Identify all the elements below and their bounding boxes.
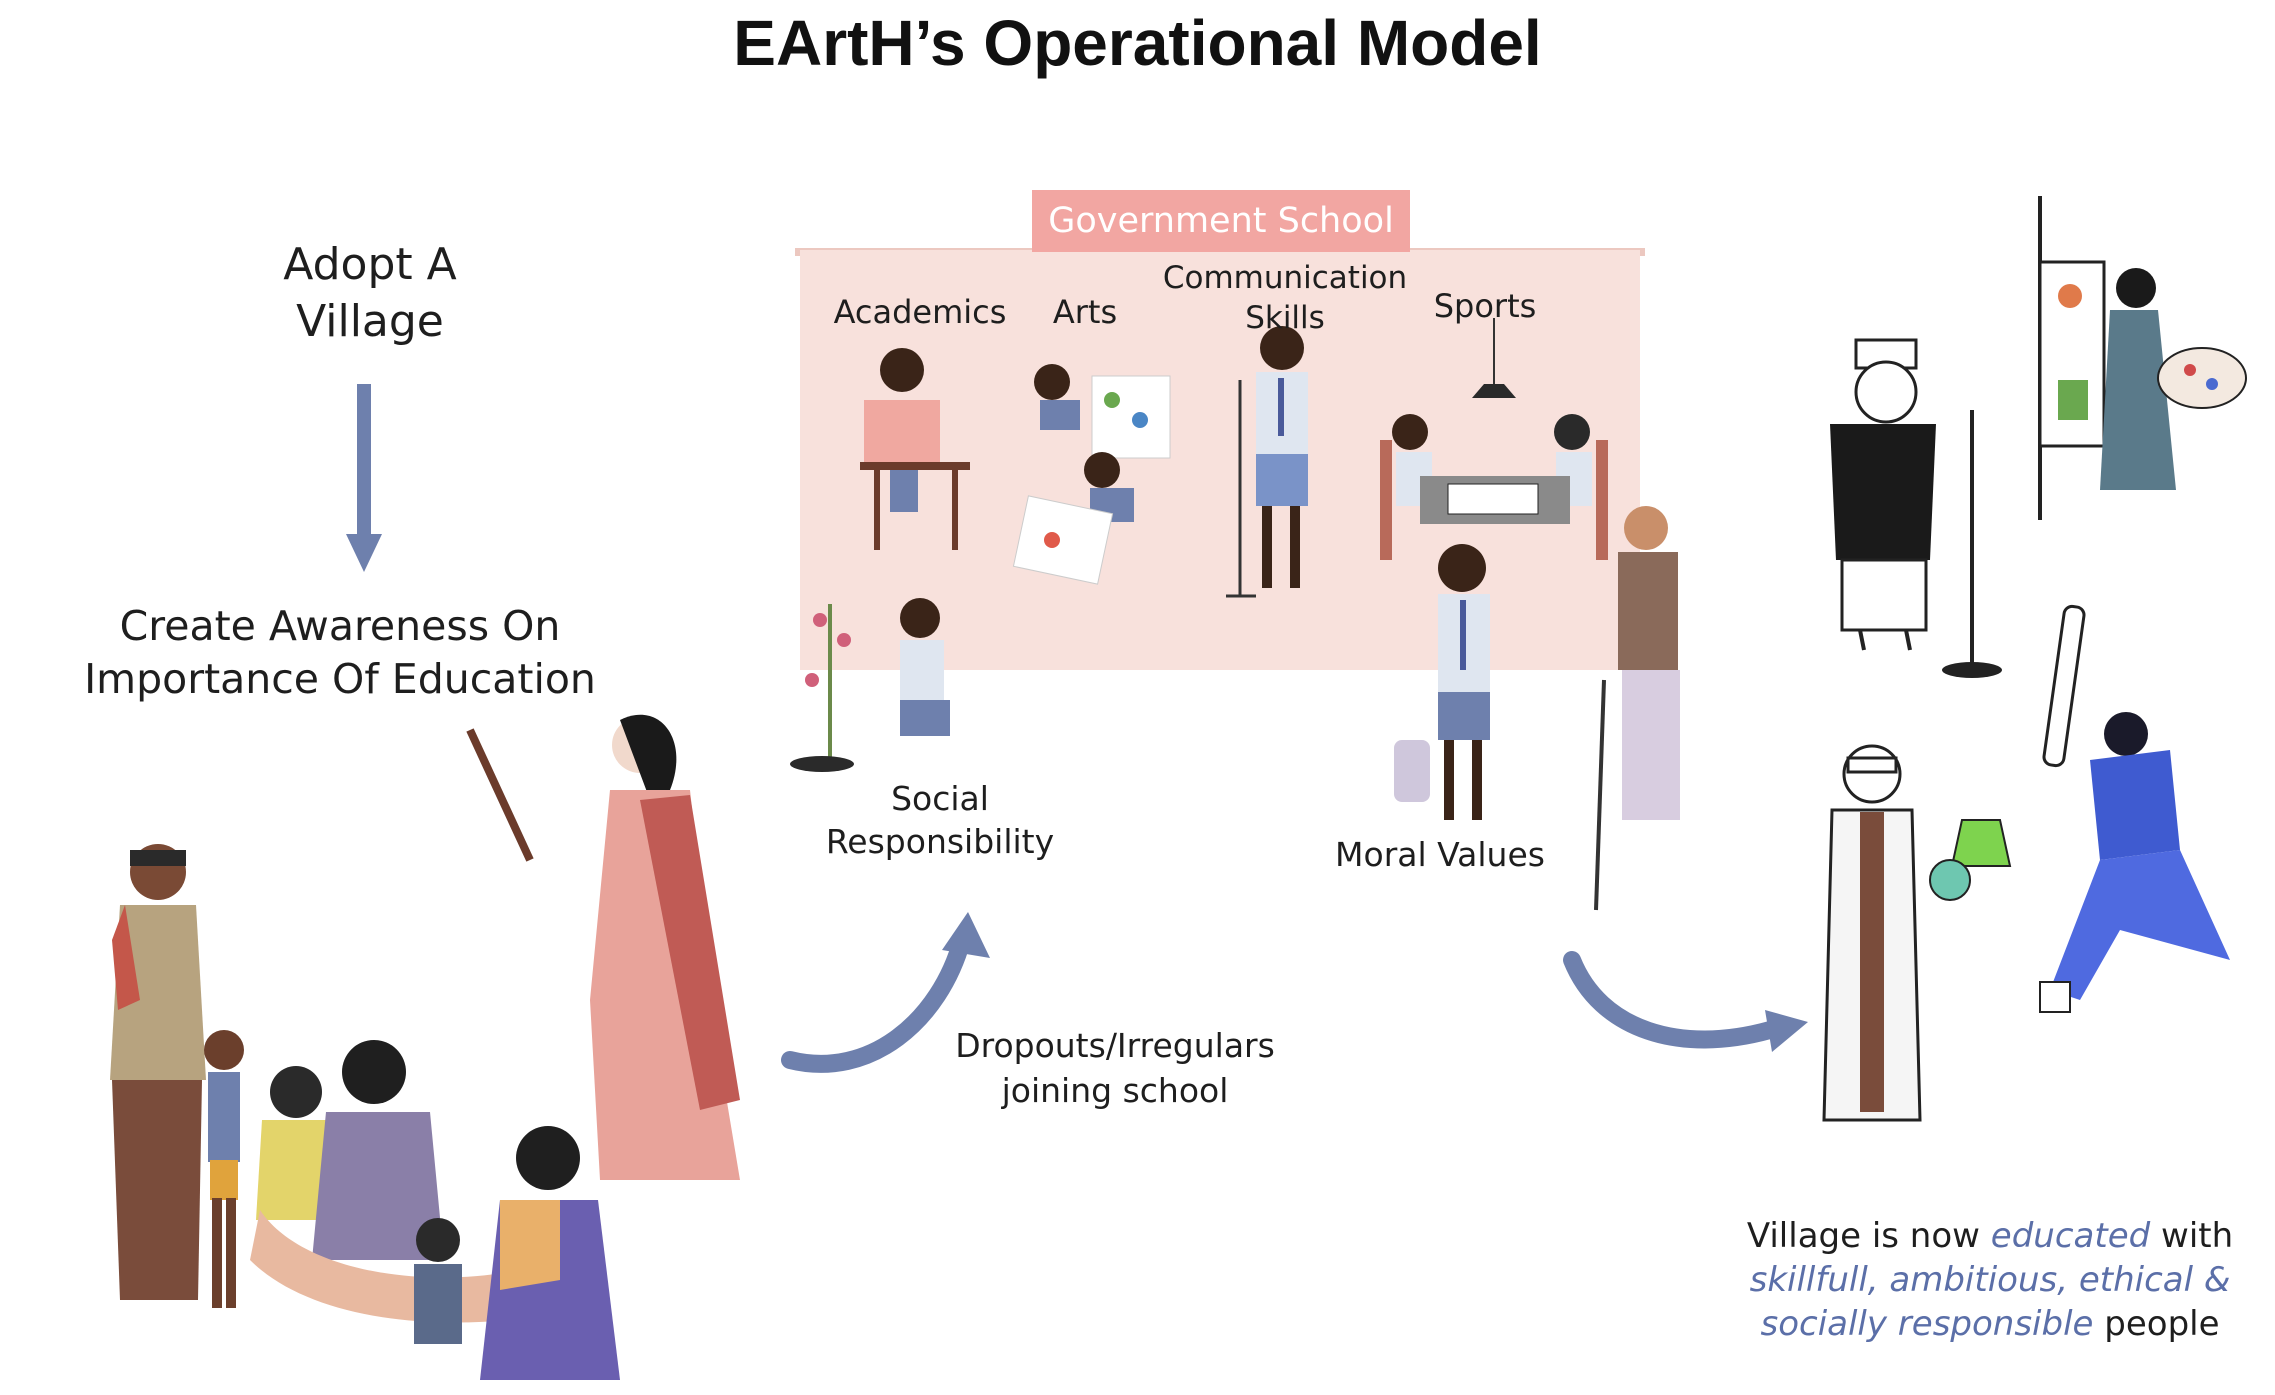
dropouts-line-2: joining school <box>1001 1070 1229 1110</box>
adopt-village-label: Adopt A Village <box>200 236 540 350</box>
awareness-line-2: Importance Of Education <box>84 655 596 704</box>
painter-figure <box>2038 196 2247 520</box>
communication-line-1: Communication <box>1162 260 1408 296</box>
curved-arrow-head-icon-outcome <box>1765 1010 1808 1052</box>
curved-arrow-head-icon-dropouts <box>942 912 990 958</box>
seated-children-figures <box>250 1040 620 1380</box>
cricket-bat-icon <box>2042 604 2086 768</box>
outcome-label: Village is now educated with skillfull, … <box>1720 1214 2260 1347</box>
communication-figure <box>1226 326 1308 598</box>
sports-chess-scene <box>1380 318 1608 560</box>
chessboard-icon <box>1447 483 1539 515</box>
lamp-icon <box>1472 384 1516 398</box>
curved-arrow-icon-dropouts <box>781 931 971 1073</box>
category-social-responsibility: Social Responsibility <box>790 778 1090 864</box>
awareness-line-1: Create Awareness On <box>119 602 561 650</box>
category-moral-values: Moral Values <box>1335 835 1545 874</box>
outcome-part-1: Village is now <box>1746 1216 1991 1256</box>
category-sports: Sports <box>1433 287 1537 325</box>
communication-line-2: Skills <box>1245 300 1325 337</box>
outcome-part-2: educated <box>1990 1216 2151 1256</box>
school-tag: Government School <box>1032 190 1410 252</box>
dropouts-label: Dropouts/Irregulars joining school <box>900 1024 1330 1113</box>
category-communication: Communication Skills <box>1160 258 1410 339</box>
arts-figures <box>1012 364 1171 585</box>
village-man-figure <box>110 844 206 1300</box>
down-arrow-icon <box>346 384 382 572</box>
politician-figure <box>1830 338 2002 678</box>
outcome-part-5: socially responsible <box>1760 1304 2094 1345</box>
outcome-part-6: people <box>2093 1304 2220 1345</box>
curved-arrow-icon-outcome <box>1563 951 1779 1049</box>
village-group-illustration <box>110 714 740 1380</box>
outcome-line-2: skillfull, ambitious, ethical & <box>1749 1260 2231 1301</box>
cricketer-figure <box>2039 604 2230 1013</box>
palette-icon <box>2157 347 2247 409</box>
category-academics: Academics <box>833 293 1007 331</box>
category-arts: Arts <box>1052 293 1118 331</box>
adopt-line-2: Village <box>296 296 444 348</box>
moral-values-figures <box>1394 506 1680 911</box>
beaker-icon <box>1950 819 2012 867</box>
social-responsibility-figure <box>790 598 950 772</box>
awareness-label: Create Awareness On Importance Of Educat… <box>40 600 640 707</box>
teacher-figure <box>466 714 740 1180</box>
outcome-part-3: with <box>2150 1216 2234 1256</box>
social-line-1: Social <box>891 779 989 818</box>
scientist-figure <box>1822 744 2012 1122</box>
adopt-line-1: Adopt A <box>283 239 457 290</box>
social-line-2: Responsibility <box>825 821 1055 861</box>
dropouts-line-1: Dropouts/Irregulars <box>955 1026 1275 1065</box>
outcome-line-1: Village is now educated with <box>1720 1214 2260 1258</box>
page-title: EArtH’s Operational Model <box>733 7 1542 79</box>
academics-figure <box>860 348 970 550</box>
flask-icon <box>1929 859 1971 901</box>
village-boy-figure <box>204 1030 244 1308</box>
outcome-line-3: socially responsible people <box>1720 1302 2260 1346</box>
